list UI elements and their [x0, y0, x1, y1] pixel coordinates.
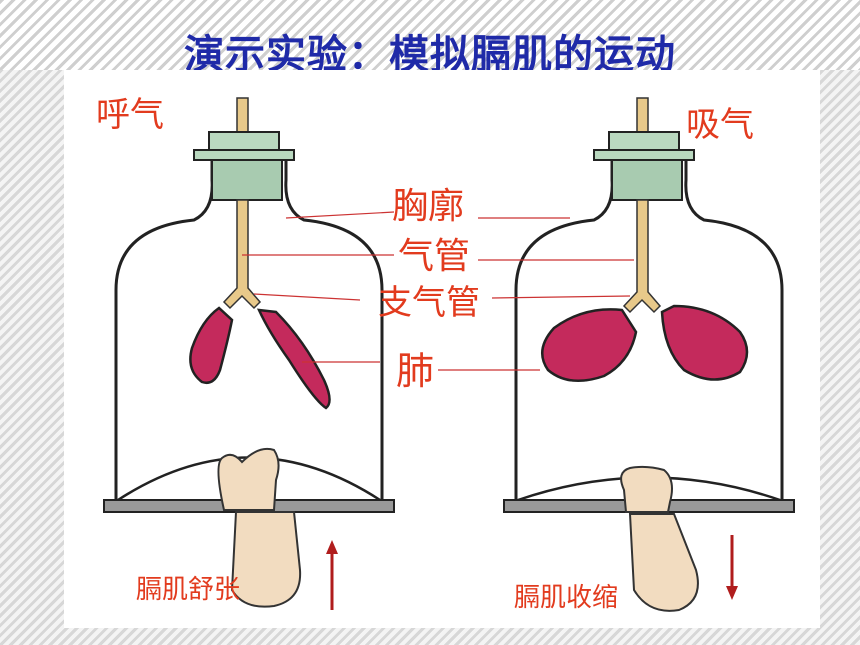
rib-cage-label: 胸廓 — [392, 186, 464, 227]
leader-lines — [242, 211, 634, 371]
diaphragm-model-diagram: 呼气 吸气 胸廓 气管 支气管 肺 膈肌舒张 膈肌收缩 — [96, 95, 795, 613]
diaphragm-relax-label: 膈肌舒张 — [136, 575, 240, 605]
up-arrow-icon — [326, 540, 338, 610]
lung-label: 肺 — [396, 349, 434, 393]
inhale-label: 吸气 — [686, 105, 754, 145]
diaphragm-contract-label: 膈肌收缩 — [514, 583, 618, 613]
left-hand-pushing-up — [217, 447, 302, 608]
right-hand-pulling-down — [620, 465, 699, 612]
left-stopper — [193, 131, 295, 201]
bronchus-label: 支气管 — [378, 283, 480, 323]
left-lungs-deflated — [189, 306, 331, 410]
diagram-panel: 呼气 吸气 胸廓 气管 支气管 肺 膈肌舒张 膈肌收缩 — [64, 70, 820, 628]
right-lungs-inflated — [541, 304, 749, 383]
left-trachea — [222, 199, 262, 310]
right-stopper — [593, 131, 695, 201]
right-trachea — [622, 199, 662, 314]
down-arrow-icon — [726, 535, 738, 600]
striped-header-band — [0, 0, 860, 70]
trachea-label: 气管 — [398, 236, 470, 277]
exhale-label: 呼气 — [96, 95, 164, 135]
